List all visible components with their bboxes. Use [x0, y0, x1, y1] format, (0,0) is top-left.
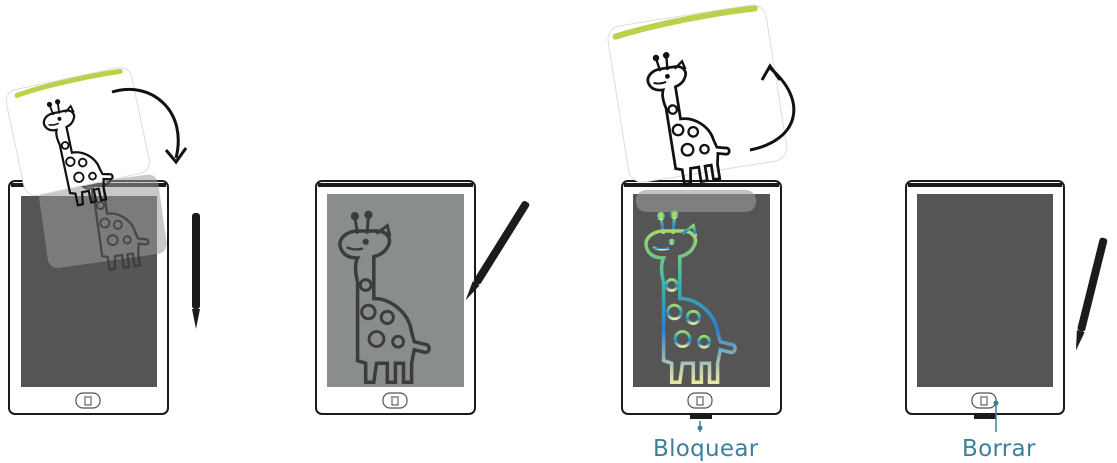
panel-1 — [4, 65, 200, 414]
stylus-pen-icon — [1072, 237, 1108, 351]
panel-4 — [906, 181, 1108, 432]
erase-label: Borrar — [962, 436, 1036, 462]
lock-label: Bloquear — [653, 436, 759, 462]
tablet-4 — [906, 181, 1064, 419]
tablet-3 — [622, 181, 781, 419]
lock-switch — [690, 414, 712, 419]
stylus-pen-icon — [192, 213, 200, 329]
giraffe-card-3 — [606, 3, 790, 193]
panel-3 — [606, 3, 794, 432]
tablet-2 — [316, 181, 475, 414]
panel-2 — [316, 181, 530, 414]
card-shadow-3 — [636, 190, 756, 212]
lock-pointer — [698, 421, 703, 432]
